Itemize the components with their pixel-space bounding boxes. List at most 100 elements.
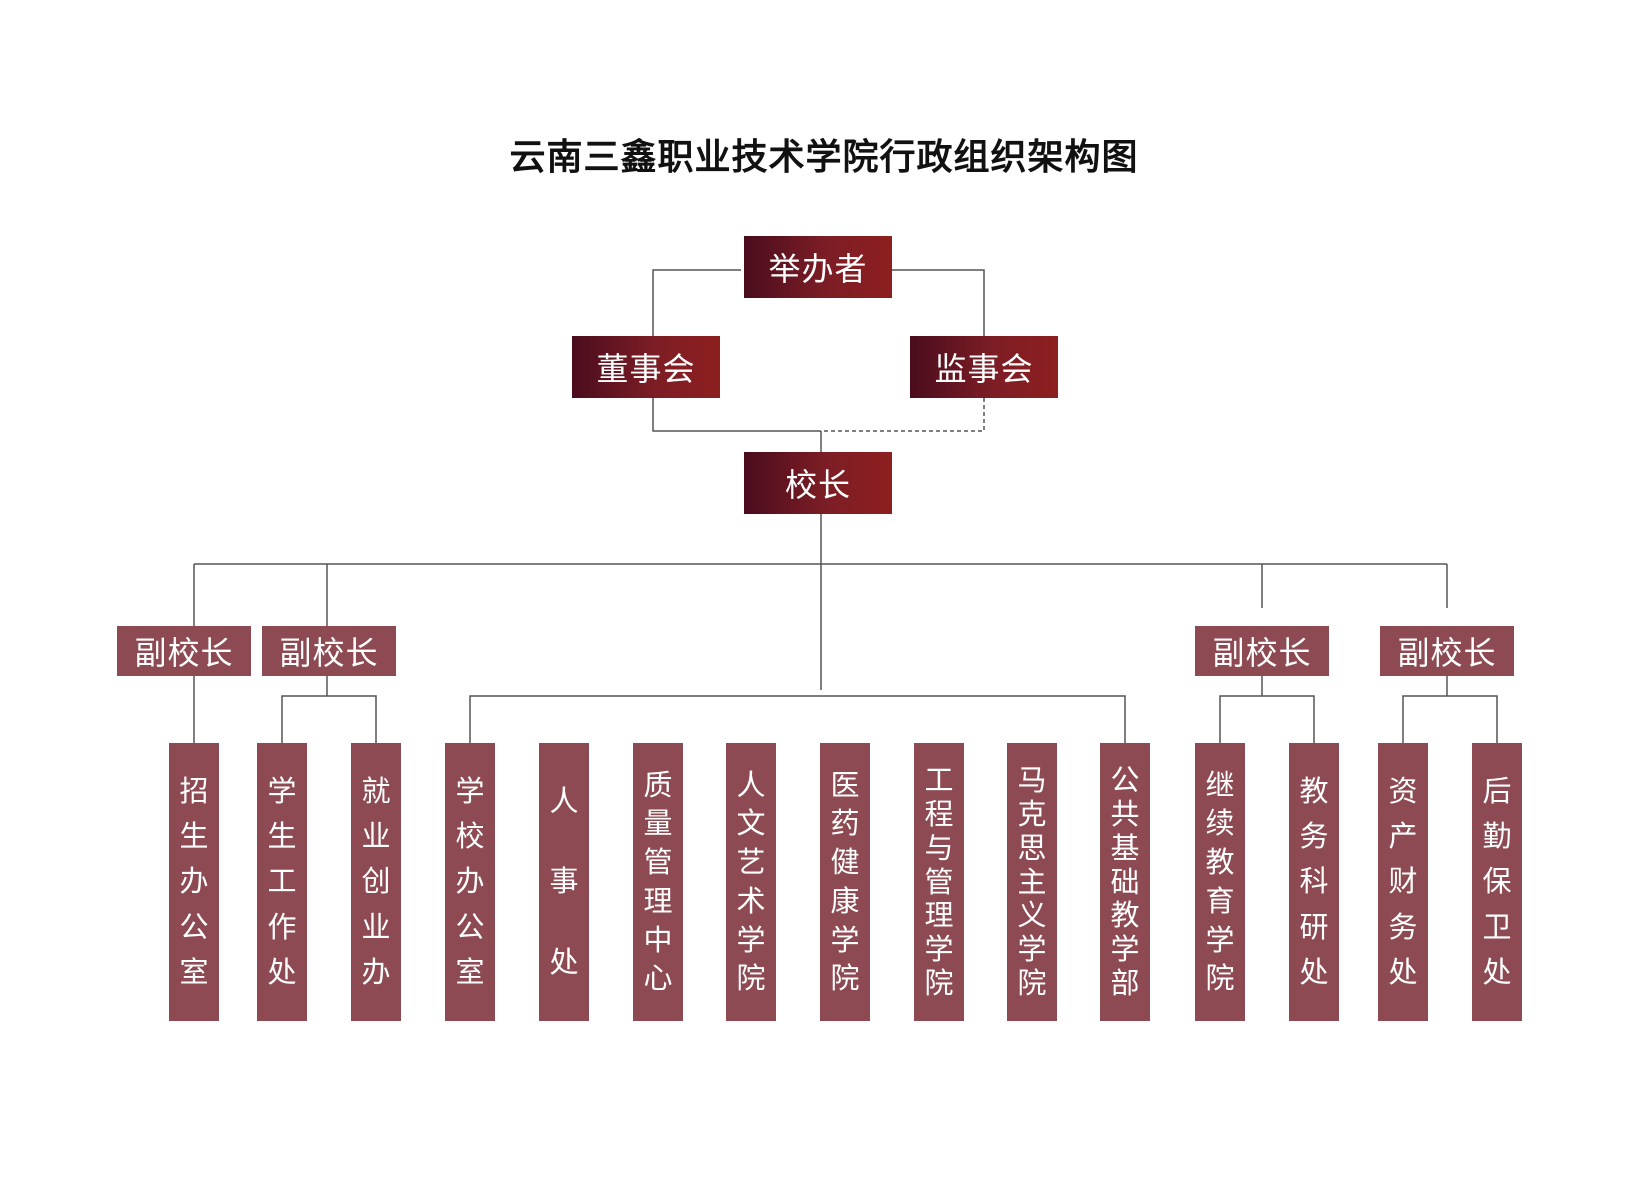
department-char: 学	[455, 774, 485, 809]
department-box: 资产财务处	[1378, 743, 1428, 1021]
department-char: 公	[1110, 762, 1140, 797]
department-char: 量	[643, 806, 673, 841]
department-char: 室	[455, 954, 485, 989]
node-board: 董事会	[572, 336, 720, 398]
department-char: 研	[1299, 909, 1329, 944]
department-char: 勤	[1482, 819, 1512, 854]
department-char: 药	[830, 806, 860, 841]
department-char: 院	[924, 966, 954, 1001]
department-char: 创	[361, 864, 391, 899]
department-char: 室	[179, 954, 209, 989]
department-char: 义	[1017, 898, 1047, 933]
node-vice-president: 副校长	[1195, 626, 1329, 676]
node-vice-president: 副校长	[262, 626, 396, 676]
department-box: 后勤保卫处	[1472, 743, 1522, 1021]
department-char: 马	[1017, 762, 1047, 797]
department-char: 校	[455, 819, 485, 854]
node-vice-president: 副校长	[1380, 626, 1514, 676]
department-char: 教	[1205, 845, 1235, 880]
department-char: 就	[361, 774, 391, 809]
department-box: 学校办公室	[445, 743, 495, 1021]
department-char: 人	[549, 783, 579, 818]
department-box: 马克思主义学院	[1007, 743, 1057, 1021]
department-char: 教	[1110, 898, 1140, 933]
department-char: 理	[643, 883, 673, 918]
department-box: 医药健康学院	[820, 743, 870, 1021]
department-char: 业	[361, 819, 391, 854]
department-char: 学	[1110, 932, 1140, 967]
department-char: 续	[1205, 806, 1235, 841]
department-char: 继	[1205, 767, 1235, 802]
department-char: 处	[1482, 954, 1512, 989]
node-vice-president: 副校长	[117, 626, 251, 676]
department-char: 处	[1388, 954, 1418, 989]
department-char: 部	[1110, 966, 1140, 1001]
department-char: 业	[361, 909, 391, 944]
department-char: 健	[830, 845, 860, 880]
department-char: 育	[1205, 883, 1235, 918]
department-char: 办	[179, 864, 209, 899]
node-president: 校长	[744, 452, 892, 514]
department-char: 共	[1110, 796, 1140, 831]
department-char: 工	[267, 864, 297, 899]
department-char: 学	[1017, 932, 1047, 967]
department-char: 院	[736, 961, 766, 996]
department-char: 艺	[736, 845, 766, 880]
department-char: 务	[1299, 819, 1329, 854]
department-char: 资	[1388, 774, 1418, 809]
department-box: 人事处	[539, 743, 589, 1021]
department-char: 办	[361, 954, 391, 989]
department-char: 主	[1017, 864, 1047, 899]
department-char: 后	[1482, 774, 1512, 809]
department-char: 础	[1110, 864, 1140, 899]
department-char: 管	[924, 864, 954, 899]
department-char: 术	[736, 883, 766, 918]
department-char: 作	[267, 909, 297, 944]
department-char: 院	[1205, 961, 1235, 996]
department-box: 人文艺术学院	[726, 743, 776, 1021]
department-char: 公	[179, 909, 209, 944]
line-sponsor-supervisory	[889, 269, 985, 337]
department-char: 生	[179, 819, 209, 854]
department-box: 教务科研处	[1289, 743, 1339, 1021]
department-char: 医	[830, 767, 860, 802]
department-box: 招生办公室	[169, 743, 219, 1021]
department-char: 程	[924, 796, 954, 831]
department-char: 院	[1017, 966, 1047, 1001]
department-char: 学	[267, 774, 297, 809]
department-char: 质	[643, 767, 673, 802]
department-char: 理	[924, 898, 954, 933]
line-supervisory-president	[821, 398, 985, 432]
department-char: 克	[1017, 796, 1047, 831]
department-box: 公共基础教学部	[1100, 743, 1150, 1021]
line-vp2-depts	[281, 695, 377, 743]
department-char: 工	[924, 762, 954, 797]
department-char: 与	[924, 830, 954, 865]
department-char: 思	[1017, 830, 1047, 865]
department-char: 保	[1482, 864, 1512, 899]
line-vp3-depts	[1219, 695, 1315, 743]
line-vp4-depts	[1402, 695, 1498, 743]
department-char: 处	[267, 954, 297, 989]
node-supervisory: 监事会	[910, 336, 1058, 398]
node-sponsor: 举办者	[744, 236, 892, 298]
department-char: 教	[1299, 774, 1329, 809]
department-char: 公	[455, 909, 485, 944]
department-char: 学	[736, 922, 766, 957]
department-char: 产	[1388, 819, 1418, 854]
line-board-president	[652, 398, 821, 432]
department-char: 管	[643, 845, 673, 880]
department-char: 学	[1205, 922, 1235, 957]
department-char: 基	[1110, 830, 1140, 865]
department-char: 文	[736, 806, 766, 841]
department-char: 招	[179, 774, 209, 809]
department-char: 处	[1299, 954, 1329, 989]
line-president-depts	[469, 695, 1126, 743]
department-char: 财	[1388, 864, 1418, 899]
department-box: 学生工作处	[257, 743, 307, 1021]
department-box: 工程与管理学院	[914, 743, 964, 1021]
department-char: 人	[736, 767, 766, 802]
department-char: 事	[549, 864, 579, 899]
department-char: 康	[830, 883, 860, 918]
